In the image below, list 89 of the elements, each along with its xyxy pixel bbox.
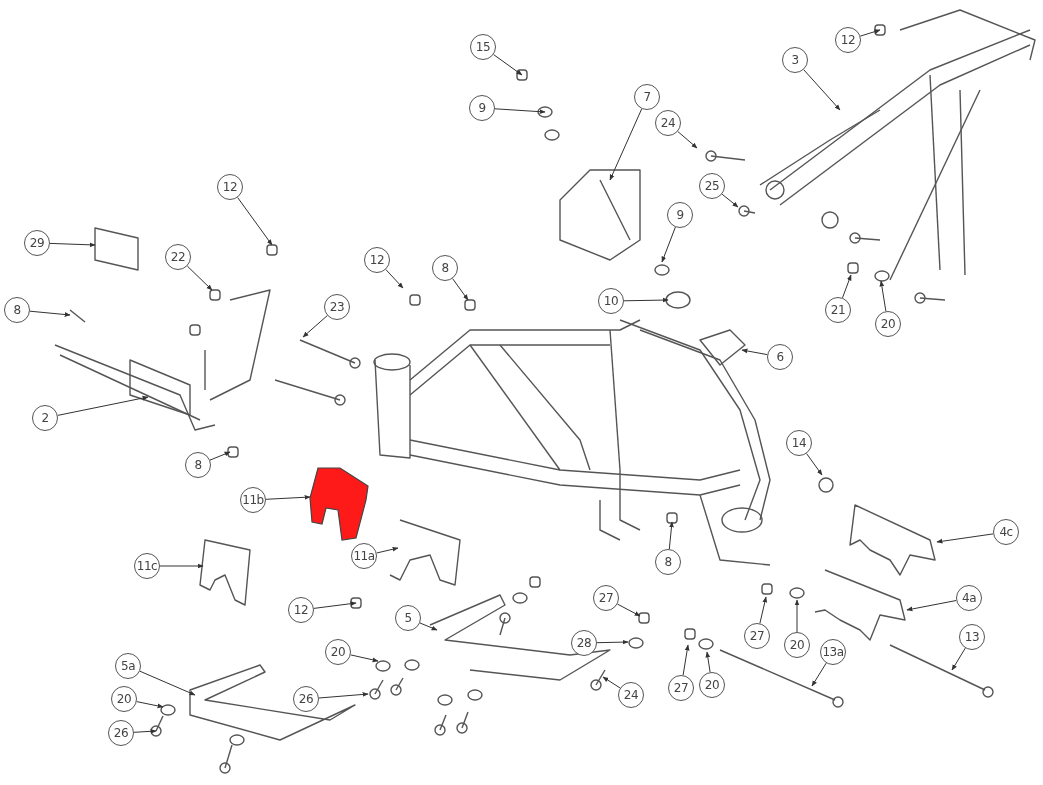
callout-number: 13a: [820, 639, 846, 665]
callout-number: 21: [825, 297, 851, 323]
callout-number: 12: [288, 597, 314, 623]
callout-number: 4a: [956, 585, 982, 611]
callout-number: 27: [668, 675, 694, 701]
leader-line: [209, 451, 231, 461]
callout-number: 15: [470, 34, 496, 60]
leader-line: [493, 54, 523, 76]
leader-line: [313, 601, 357, 609]
leader-line: [806, 453, 823, 476]
callout-number: 20: [699, 672, 725, 698]
highlighted-bracket-drawing: [309, 467, 369, 543]
leader-line: [859, 29, 881, 37]
leader-line: [661, 226, 676, 263]
leader-line: [57, 395, 149, 416]
leader-line: [302, 315, 328, 338]
callout-number: 5: [395, 605, 421, 631]
leader-line: [318, 692, 369, 699]
callout-number: 8: [185, 452, 211, 478]
callout-number: 20: [875, 311, 901, 337]
leader-line: [602, 676, 621, 689]
leader-line: [29, 310, 71, 317]
callout-number: 10: [598, 288, 624, 314]
leader-line: [596, 639, 629, 645]
callout-number: 3: [782, 47, 808, 73]
leader-line: [376, 546, 399, 554]
callout-number: 8: [432, 255, 458, 281]
callout-number: 24: [655, 110, 681, 136]
leader-line: [139, 670, 196, 696]
leader-line: [759, 596, 768, 624]
callout-number: 25: [699, 173, 725, 199]
leader-line: [879, 280, 887, 312]
leader-line: [936, 533, 994, 544]
leader-line: [136, 701, 164, 709]
leader-line: [49, 242, 96, 248]
leader-line: [186, 265, 213, 291]
callout-number: 28: [571, 630, 597, 656]
callout-number: 5a: [115, 653, 141, 679]
callout-number: 9: [667, 202, 693, 228]
callout-number: 23: [324, 294, 350, 320]
leader-line: [811, 662, 827, 687]
leader-line: [803, 69, 841, 111]
callout-number: 27: [593, 585, 619, 611]
callout-number: 22: [165, 244, 191, 270]
callout-number: 6: [767, 344, 793, 370]
callout-number: 20: [325, 639, 351, 665]
callout-number: 8: [4, 297, 30, 323]
callout-number: 11a: [351, 543, 377, 569]
leader-line: [705, 651, 711, 673]
callout-number: 27: [744, 623, 770, 649]
callout-number: 7: [634, 84, 660, 110]
leader-line: [419, 622, 438, 631]
leader-line: [906, 600, 957, 612]
callout-number: 8: [655, 549, 681, 575]
leader-line: [133, 728, 157, 734]
leader-line: [350, 654, 379, 663]
callout-number: 12: [364, 247, 390, 273]
leader-line: [159, 563, 204, 569]
leader-line: [609, 108, 643, 181]
leader-line: [237, 197, 273, 246]
callout-number: 24: [618, 682, 644, 708]
leader-line: [494, 108, 546, 115]
callout-number: 29: [24, 230, 50, 256]
callout-number: 12: [835, 27, 861, 53]
leader-line: [721, 193, 739, 208]
leader-line: [265, 494, 311, 500]
leader-line: [668, 521, 674, 550]
leader-line: [623, 297, 669, 303]
leader-line: [741, 348, 768, 356]
leader-line: [951, 647, 966, 671]
callout-number: 26: [293, 686, 319, 712]
leader-line: [677, 131, 698, 149]
leader-line: [794, 599, 800, 633]
callout-number: 11c: [134, 553, 160, 579]
callout-number: 12: [217, 174, 243, 200]
leader-line: [385, 269, 404, 289]
callout-number: 11b: [240, 487, 266, 513]
callout-number: 26: [108, 720, 134, 746]
callout-number: 4c: [993, 519, 1019, 545]
leader-line: [452, 278, 469, 301]
leader-line: [842, 274, 852, 299]
callout-number: 20: [784, 632, 810, 658]
leader-line: [617, 603, 641, 617]
callout-number: 2: [32, 405, 58, 431]
leader-line: [682, 644, 690, 676]
callout-number: 14: [786, 430, 812, 456]
callout-number: 9: [469, 95, 495, 121]
callout-number: 20: [111, 686, 137, 712]
callout-number: 13: [959, 624, 985, 650]
